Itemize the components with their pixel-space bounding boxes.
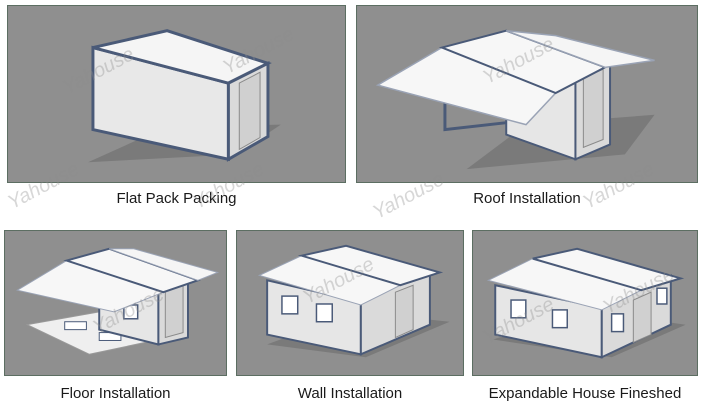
expandable-panel [472, 230, 698, 376]
expandable-illustration [473, 231, 697, 375]
flat-pack-illustration [8, 6, 345, 182]
wall-panel [236, 230, 464, 376]
caption-roof: Roof Installation [473, 190, 581, 207]
wall-illustration [237, 231, 463, 375]
flat-pack-panel [7, 5, 346, 183]
roof-panel [356, 5, 698, 183]
caption-floor: Floor Installation [60, 385, 171, 402]
floor-panel [4, 230, 227, 376]
caption-wall: Wall Installation [297, 385, 403, 402]
roof-illustration [357, 6, 697, 182]
caption-flat-pack: Flat Pack Packing [116, 190, 237, 207]
floor-illustration [5, 231, 226, 375]
caption-expandable: Expandable House Fineshed [488, 385, 682, 402]
